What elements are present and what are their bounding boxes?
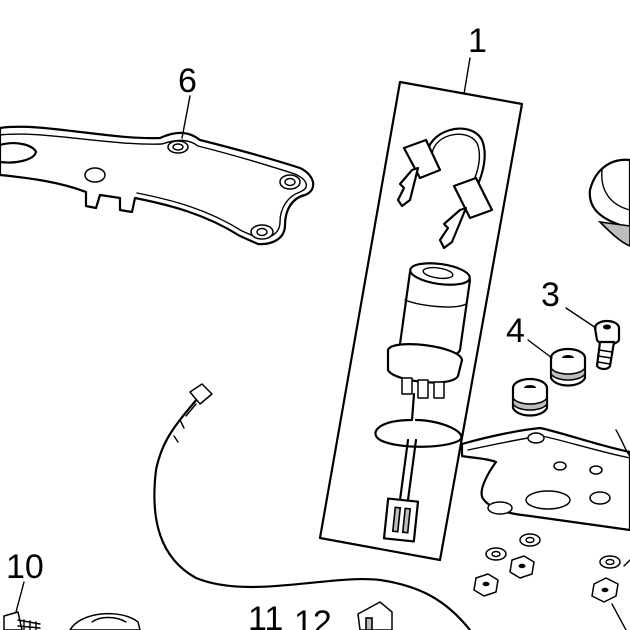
callout-6: 6 <box>178 62 197 100</box>
callout-11: 11 <box>248 600 283 630</box>
leader-line-4 <box>527 339 553 359</box>
leader-line-nut <box>611 603 627 630</box>
part-screw <box>593 319 621 371</box>
part-clip <box>357 601 393 630</box>
callout-10: 10 <box>6 548 44 586</box>
leader-line-1 <box>463 57 471 95</box>
leader-line-6 <box>181 95 191 139</box>
leader-line-10 <box>15 581 25 613</box>
part-bolt <box>3 611 41 630</box>
callout-12: 12 <box>294 604 332 630</box>
callout-3: 3 <box>541 276 560 314</box>
part-round-cover <box>69 612 141 630</box>
part-rubber-bushing <box>549 347 587 387</box>
part-upper-right-block <box>588 158 630 247</box>
part-washers-and-nuts <box>473 533 630 603</box>
part-mounting-bracket <box>460 426 630 532</box>
part-upper-clamp-plate <box>0 125 315 246</box>
leader-line-3 <box>565 307 597 329</box>
callout-4: 4 <box>506 312 525 350</box>
part-cable <box>153 383 472 630</box>
part-ignition-switch-kit <box>318 80 524 562</box>
callout-1: 1 <box>468 22 487 60</box>
part-rubber-bushing-second <box>511 377 549 417</box>
